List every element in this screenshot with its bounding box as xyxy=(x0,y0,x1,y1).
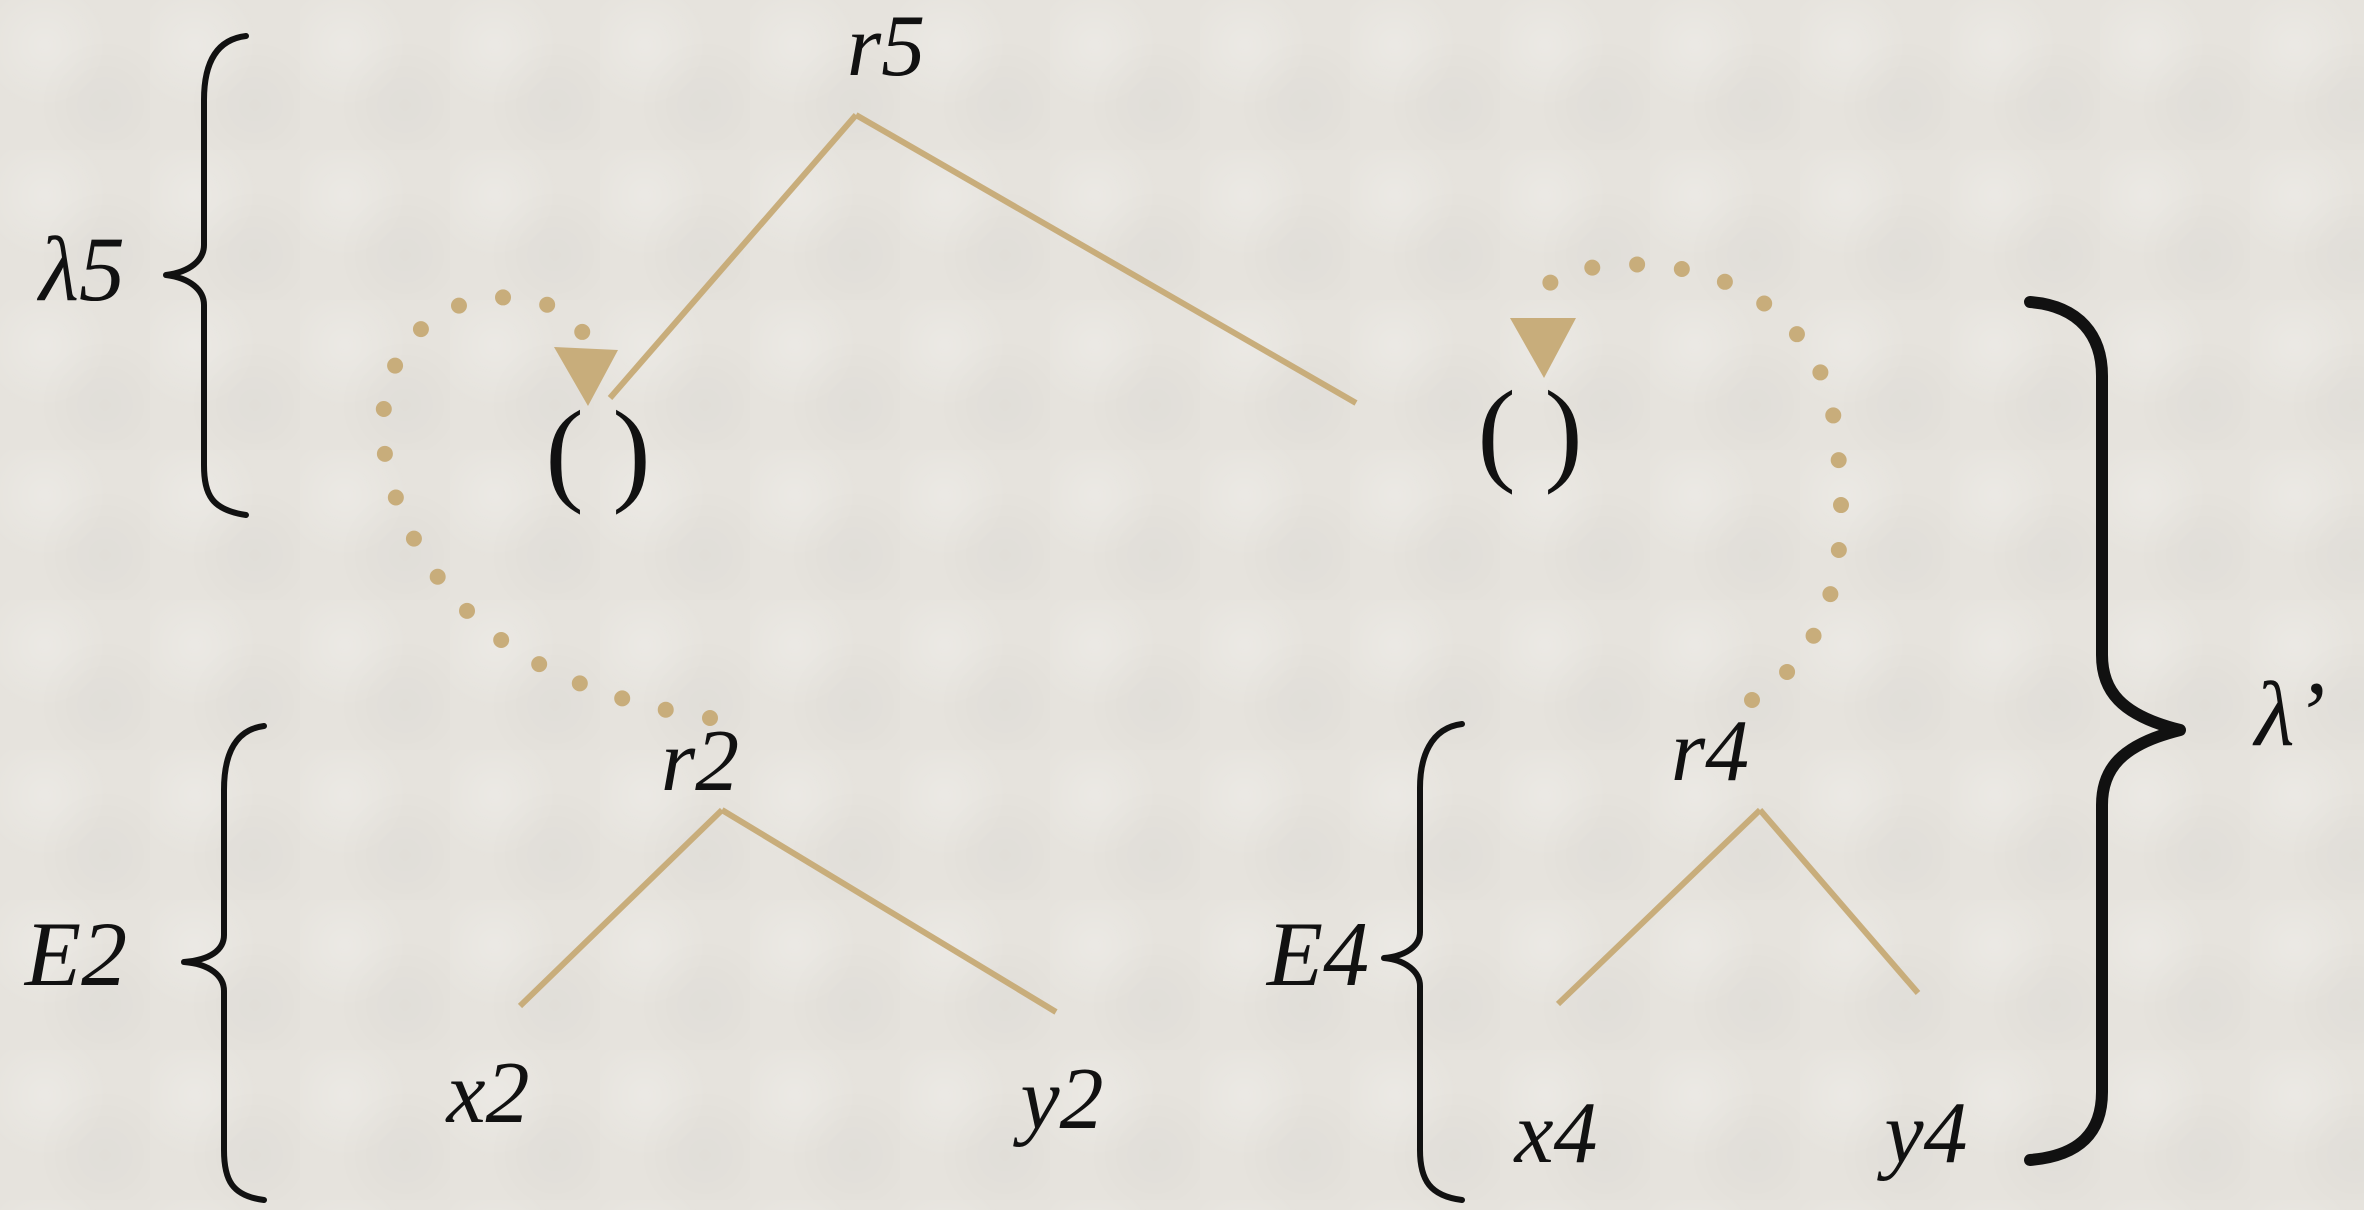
group-braces xyxy=(163,33,2186,1203)
brace-e2-icon xyxy=(181,723,267,1203)
arrowhead-left-icon xyxy=(554,347,618,406)
dotted-arrows xyxy=(374,256,1849,726)
node-y4: y4 xyxy=(1876,1085,1967,1182)
edge-r4-to-x4 xyxy=(1555,807,1763,1007)
group-label-e2: E2 xyxy=(23,903,127,1005)
group-label-lambda5: λ5 xyxy=(36,218,125,320)
slot-right: ( ) xyxy=(1477,368,1582,495)
node-labels: r5 ( ) ( ) r2 r4 x2 y2 x4 y4 xyxy=(444,0,1967,1182)
edge-r5-to-left-slot xyxy=(607,113,859,400)
brace-lambda5-icon xyxy=(163,33,249,518)
node-r5: r5 xyxy=(847,0,925,95)
node-y2: y2 xyxy=(1012,1051,1103,1148)
group-labels: λ5 E2 E4 λ’ xyxy=(23,218,2325,1005)
edge-r2-to-y2 xyxy=(720,807,1058,1015)
dotted-arrow-r4-to-right-slot xyxy=(1537,256,1849,708)
edge-r2-to-x2 xyxy=(517,807,725,1009)
slot-left: ( ) xyxy=(545,388,650,515)
dotted-arrow-r2-to-left-slot xyxy=(374,289,718,726)
tree-edges xyxy=(517,112,1921,1015)
group-label-e4: E4 xyxy=(1265,903,1369,1005)
arrowhead-right-icon xyxy=(1510,318,1576,378)
group-label-lambda-prime: λ’ xyxy=(2252,663,2325,765)
edge-r5-to-right-slot xyxy=(854,112,1358,406)
brace-lambda-prime-icon xyxy=(2024,296,2186,1166)
node-x2: x2 xyxy=(444,1045,529,1142)
node-r2: r2 xyxy=(661,713,739,810)
edge-r4-to-y4 xyxy=(1757,808,1921,995)
brace-e4-icon xyxy=(1381,721,1465,1203)
node-r4: r4 xyxy=(1671,703,1749,800)
node-x4: x4 xyxy=(1512,1085,1597,1182)
